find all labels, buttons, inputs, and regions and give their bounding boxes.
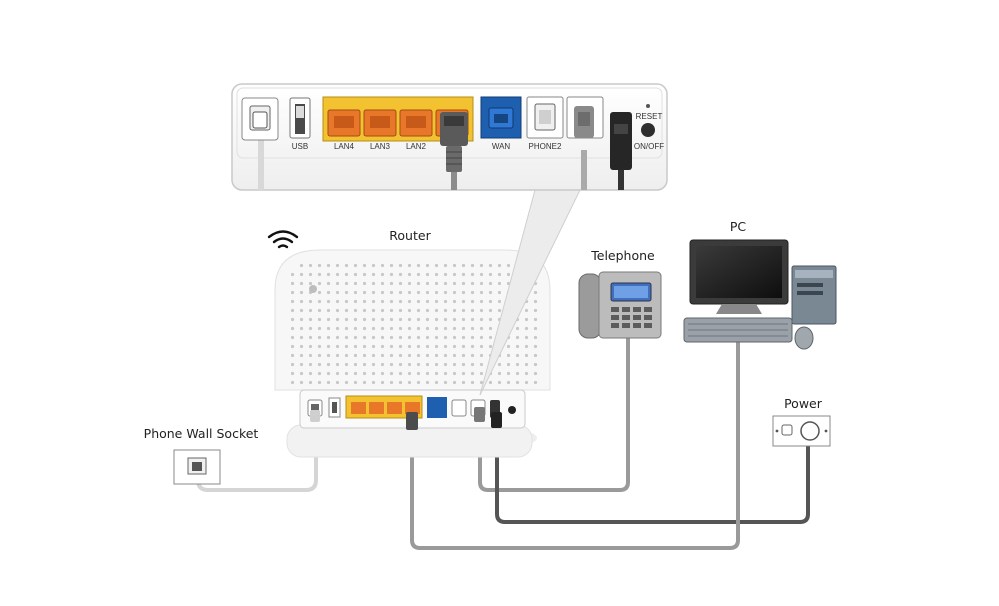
usb-port-label: USB [292, 142, 308, 151]
router-back-panel-zoom: USB LAN4 LAN3 LAN2 [231, 83, 668, 191]
phone-wall-socket [173, 449, 221, 485]
lan2-port-label: LAN2 [406, 142, 427, 151]
wifi-icon [267, 230, 299, 249]
telephone-cable [478, 330, 630, 492]
telephone [578, 271, 662, 339]
power-label: Power [784, 396, 823, 411]
power-outlet [772, 415, 831, 447]
lan4-port [327, 109, 361, 137]
on-off-label: ON/OFF [634, 142, 664, 151]
reset-label: RESET [636, 112, 663, 121]
pc-label: PC [730, 219, 747, 234]
power-plug [610, 112, 632, 170]
pc-mouse [794, 326, 814, 350]
lan4-port-label: LAN4 [334, 142, 355, 151]
ethernet-plug [440, 112, 468, 172]
phone2-port-label: PHONE2 [529, 142, 562, 151]
wan-port-label: WAN [492, 142, 511, 151]
telephone-label: Telephone [590, 248, 655, 263]
router [274, 249, 551, 458]
ethernet-cable [410, 340, 740, 550]
lan3-port-label: LAN3 [370, 142, 391, 151]
phone-wall-socket-label: Phone Wall Socket [144, 426, 259, 441]
lan2-port [399, 109, 433, 137]
lan3-port [363, 109, 397, 137]
router-label: Router [389, 228, 431, 243]
power-cable [495, 420, 810, 524]
on-off-button [641, 123, 655, 137]
pc [683, 239, 837, 350]
